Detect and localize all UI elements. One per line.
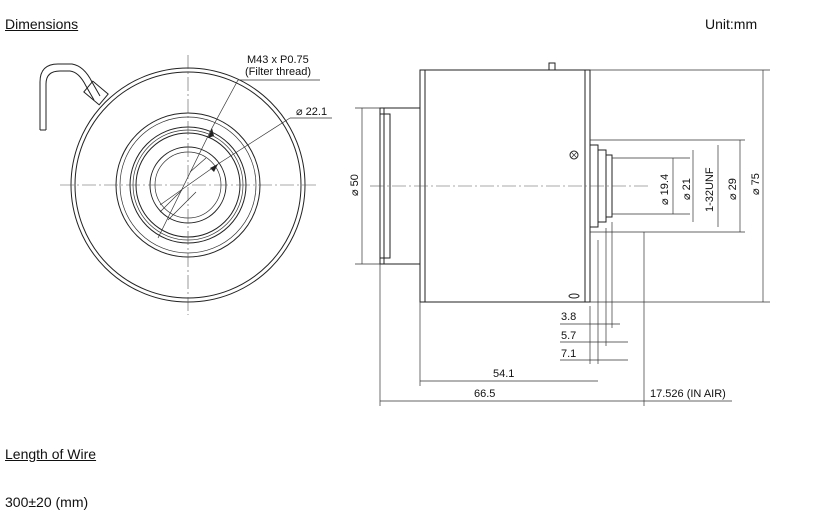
inner-diameter-label: ⌀ 22.1 xyxy=(296,106,327,118)
side-view: ⌀ 50 ⌀ 75 ⌀ 19.4 ⌀ 21 1-32UNF ⌀ 29 3.8 5… xyxy=(349,62,770,406)
wire-connector xyxy=(83,80,109,106)
front-view: M43 x P0.75 (Filter thread) ⌀ 22.1 xyxy=(39,54,332,315)
dimensions-heading: Dimensions xyxy=(5,16,79,32)
d29-label: ⌀ 29 xyxy=(727,178,739,200)
length-of-wire-heading: Length of Wire xyxy=(5,446,97,462)
len-66-5-label: 66.5 xyxy=(474,388,495,400)
len-5-7-label: 5.7 xyxy=(561,330,576,342)
d19-4-label: ⌀ 19.4 xyxy=(659,174,671,205)
thread-label: 1-32UNF xyxy=(704,167,716,212)
filter-thread-note: (Filter thread) xyxy=(245,66,311,78)
focus-lock-screw xyxy=(569,150,579,160)
body-diameter-label: ⌀ 50 xyxy=(349,174,361,196)
top-pin xyxy=(548,62,556,71)
d21-label: ⌀ 21 xyxy=(681,178,693,200)
unit-label: Unit:mm xyxy=(705,16,758,32)
len-54-1-label: 54.1 xyxy=(493,368,514,380)
len-7-1-label: 7.1 xyxy=(561,348,576,360)
len-3-8-label: 3.8 xyxy=(561,311,576,323)
wire xyxy=(39,63,101,130)
bottom-screw xyxy=(568,293,580,299)
flange-back-label: 17.526 (IN AIR) xyxy=(650,388,726,400)
d75-label: ⌀ 75 xyxy=(750,173,762,195)
wire-length-value: 300±20 (mm) xyxy=(5,494,89,510)
filter-thread-label: M43 x P0.75 xyxy=(247,54,309,66)
